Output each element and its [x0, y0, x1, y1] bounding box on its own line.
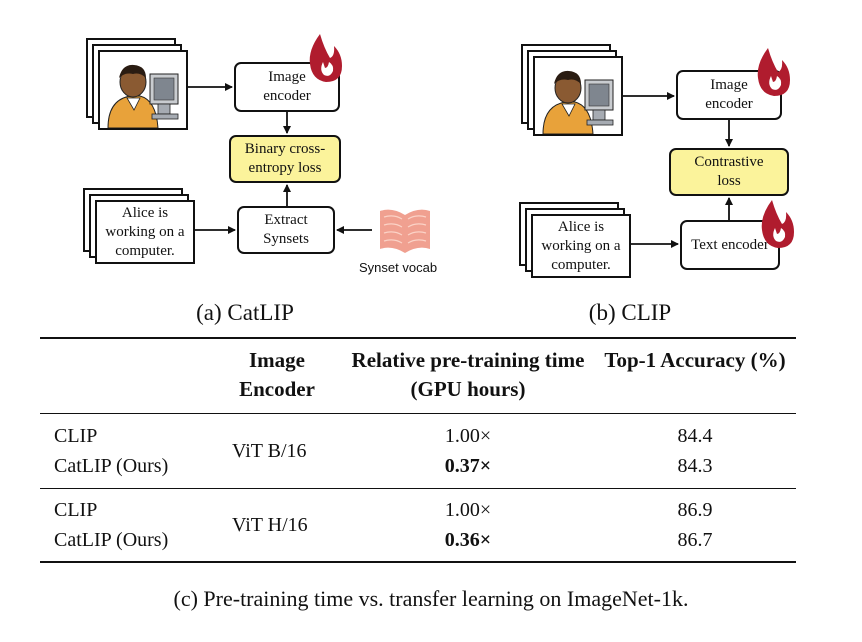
row-time: 0.36× — [444, 529, 492, 551]
row-accuracy: 86.9 — [677, 499, 713, 521]
row-encoder: ViT B/16 — [232, 440, 307, 462]
book-icon — [380, 209, 430, 253]
row-accuracy: 86.7 — [677, 529, 713, 551]
image-card-b — [533, 56, 623, 136]
row-accuracy: 84.4 — [677, 425, 713, 447]
flame-icon — [309, 34, 342, 82]
row-time: 1.00× — [444, 499, 492, 521]
row-accuracy: 84.3 — [677, 455, 713, 477]
row-encoder: ViT H/16 — [232, 514, 308, 536]
row-time: 1.00× — [444, 425, 492, 447]
caption-b: (b) CLIP — [588, 300, 672, 325]
diagram-arrows — [188, 83, 733, 248]
binary-cross-entropy-loss-box: Binary cross-entropy loss — [229, 135, 341, 183]
image-encoder-label: Image encoder — [263, 69, 311, 104]
row-model: CLIP — [54, 425, 98, 447]
text-input-card: Alice is working on a computer. — [95, 200, 195, 264]
caption-c: (c) Pre-training time vs. transfer learn… — [173, 586, 689, 611]
contrastive-loss-label: Contrastive loss — [694, 154, 764, 189]
text-encoder-label: Text encoder — [691, 236, 769, 253]
flame-icon — [757, 48, 790, 96]
header-pretraining-time: Relative pre-training time (GPU hours) — [351, 348, 585, 401]
caption-a: (a) CatLIP — [196, 300, 294, 325]
text-input-card-b: Alice is working on a computer. — [531, 214, 631, 278]
row-model: CatLIP (Ours) — [54, 455, 169, 477]
row-model: CLIP — [54, 499, 98, 521]
header-image-encoder: Image Encoder — [239, 348, 315, 401]
table-header-rule — [40, 413, 796, 414]
contrastive-loss-box: Contrastive loss — [669, 148, 789, 196]
text-input-label: Alice is working on a computer. — [105, 204, 185, 259]
header-top1-accuracy: Top-1 Accuracy (%) — [604, 348, 786, 372]
extract-synsets-label: Extract Synsets — [263, 212, 309, 247]
table-group-rule — [40, 488, 796, 489]
flame-icon — [761, 200, 794, 248]
row-time: 0.37× — [444, 455, 492, 477]
extract-synsets-box: Extract Synsets — [237, 206, 335, 254]
text-input-label-b: Alice is working on a computer. — [541, 218, 621, 273]
synset-vocab-label: Synset vocab — [359, 260, 438, 275]
binary-cross-entropy-loss-label: Binary cross-entropy loss — [244, 141, 326, 176]
table-bottom-rule — [40, 561, 796, 563]
image-encoder-label-b: Image encoder — [705, 77, 753, 112]
image-card — [98, 50, 188, 130]
person-at-computer-icon — [107, 64, 179, 128]
person-at-computer-icon — [542, 70, 614, 134]
row-model: CatLIP (Ours) — [54, 529, 169, 551]
table-top-rule — [40, 337, 796, 339]
